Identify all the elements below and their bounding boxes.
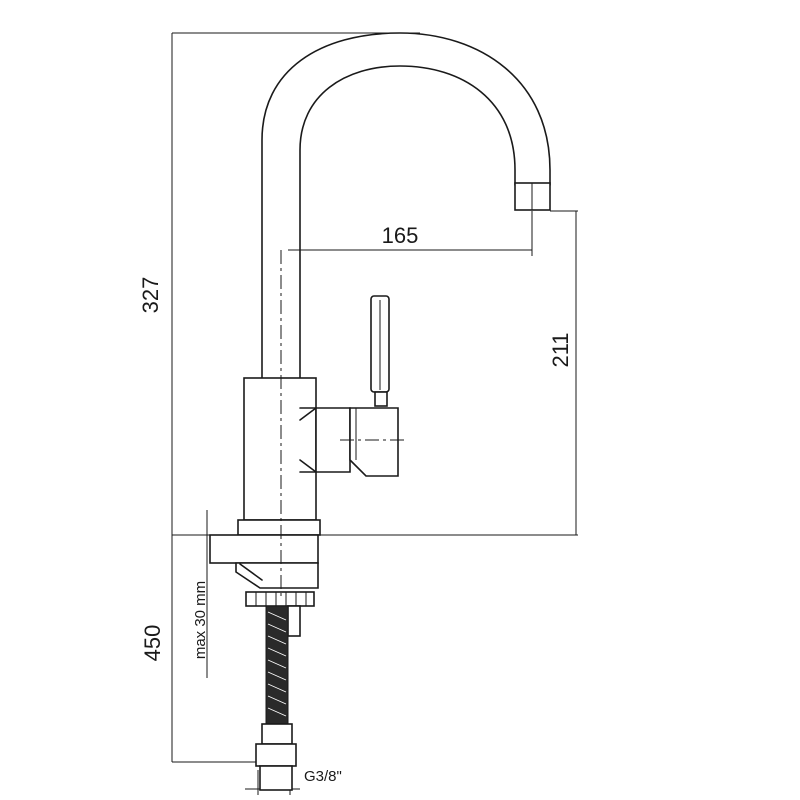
base-mounting [209, 519, 321, 791]
centerlines [280, 250, 408, 600]
max-thickness-label: max 30 mm [192, 581, 209, 659]
connection-label: G3/8" [304, 768, 342, 785]
spout [261, 32, 551, 381]
spout-height-label: 211 [548, 332, 573, 367]
overall-height-label: 327 [138, 277, 163, 314]
below-counter-label: 450 [140, 625, 165, 662]
faucet-body [243, 377, 351, 521]
spout-reach-label: 165 [382, 223, 419, 248]
lever-handle [349, 295, 399, 477]
